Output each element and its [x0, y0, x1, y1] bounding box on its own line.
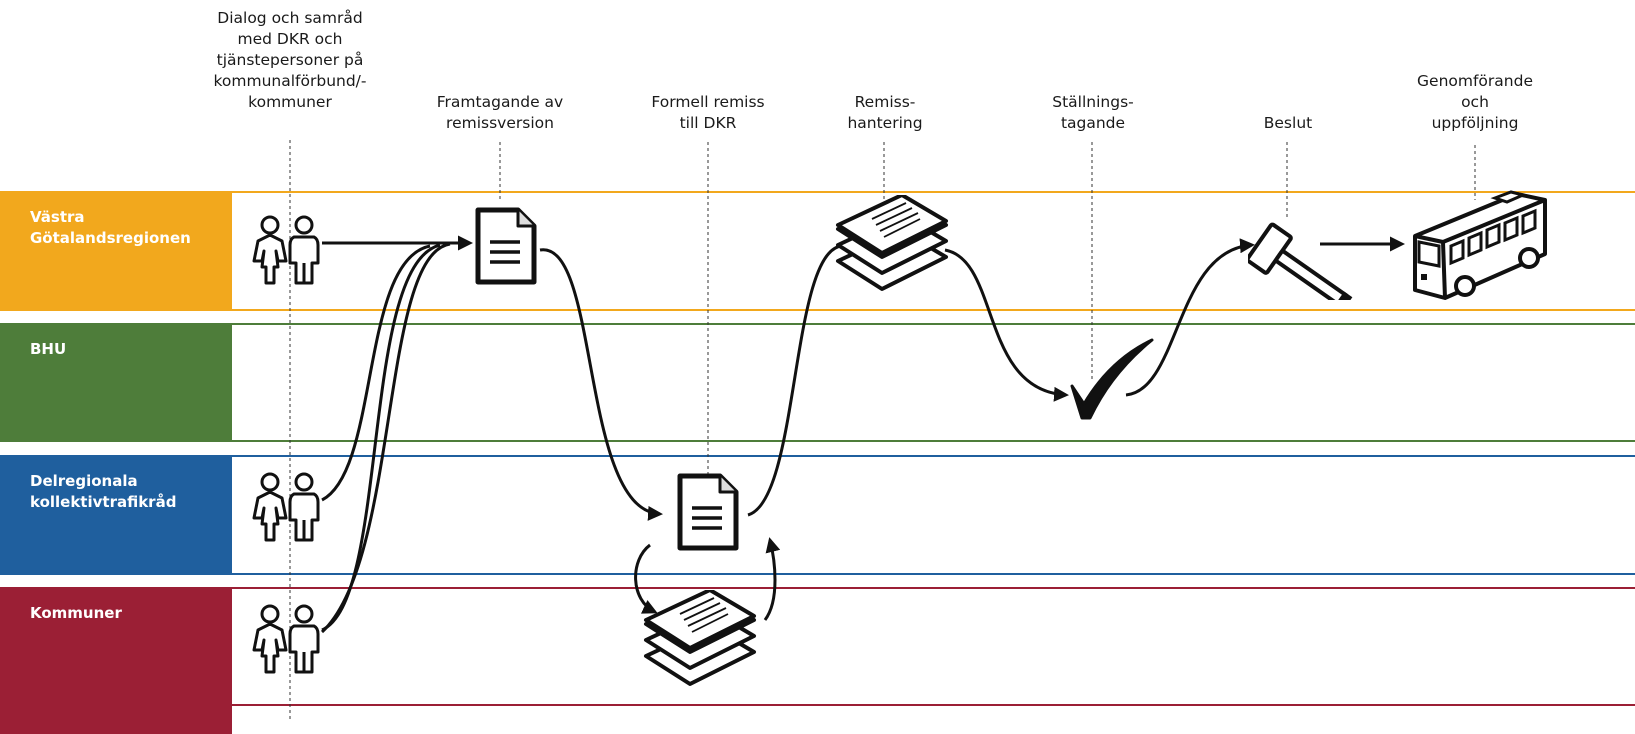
lane-border-top — [0, 323, 1635, 325]
lane-label-box: BHU — [0, 323, 232, 442]
document-stack-icon — [836, 195, 948, 291]
step-formell-remiss-label: Formell remiss till DKR — [651, 93, 765, 132]
step-stallningstagande-label: Ställnings- tagande — [1052, 93, 1134, 132]
lane-kommuner: Kommuner — [0, 587, 1635, 734]
lane-border-bottom — [0, 573, 1635, 575]
lane-name: BHU — [30, 340, 67, 358]
lane-vastra-gotalandsregionen: Västra Götalandsregionen — [0, 191, 1635, 311]
step-remisshantering-label: Remiss- hantering — [847, 93, 923, 132]
people-icon — [252, 215, 320, 285]
lane-label-box: Delregionala kollektivtrafikråd — [0, 455, 232, 575]
checkmark-icon — [1070, 338, 1154, 420]
bus-icon — [1413, 190, 1547, 300]
step-guides — [289, 140, 1476, 720]
lane-border-bottom — [0, 440, 1635, 442]
step-framtagande-label: Framtagande av remissversion — [436, 93, 564, 132]
lane-border-top — [0, 455, 1635, 457]
lane-border-top — [0, 587, 1635, 589]
lane-label-box: Västra Götalandsregionen — [0, 191, 232, 311]
lane-delregionala-kollektivtrafikrad: Delregionala kollektivtrafikråd — [0, 455, 1635, 575]
lane-bhu: BHU — [0, 323, 1635, 442]
lane-border-top — [0, 191, 1635, 193]
step-genomforande-label: Genomförande och uppföljning — [1417, 72, 1533, 132]
flow-arrows — [320, 235, 1405, 634]
step-dialog-label: Dialog och samråd med DKR och tjänsteper… — [213, 9, 367, 111]
lane-label-box: Kommuner — [0, 587, 232, 734]
lane-name: Kommuner — [30, 604, 122, 622]
people-icon — [252, 604, 320, 674]
document-icon — [478, 210, 534, 282]
document-icon — [680, 476, 736, 548]
document-stack-icon — [644, 590, 756, 686]
lane-border-bottom — [0, 704, 1635, 706]
step-beslut-label: Beslut — [1263, 114, 1313, 132]
lane-border-bottom — [0, 309, 1635, 311]
lane-name: Delregionala kollektivtrafikråd — [30, 472, 177, 511]
people-icon — [252, 472, 320, 542]
lane-name: Västra Götalandsregionen — [30, 208, 191, 247]
gavel-icon — [1248, 221, 1363, 300]
